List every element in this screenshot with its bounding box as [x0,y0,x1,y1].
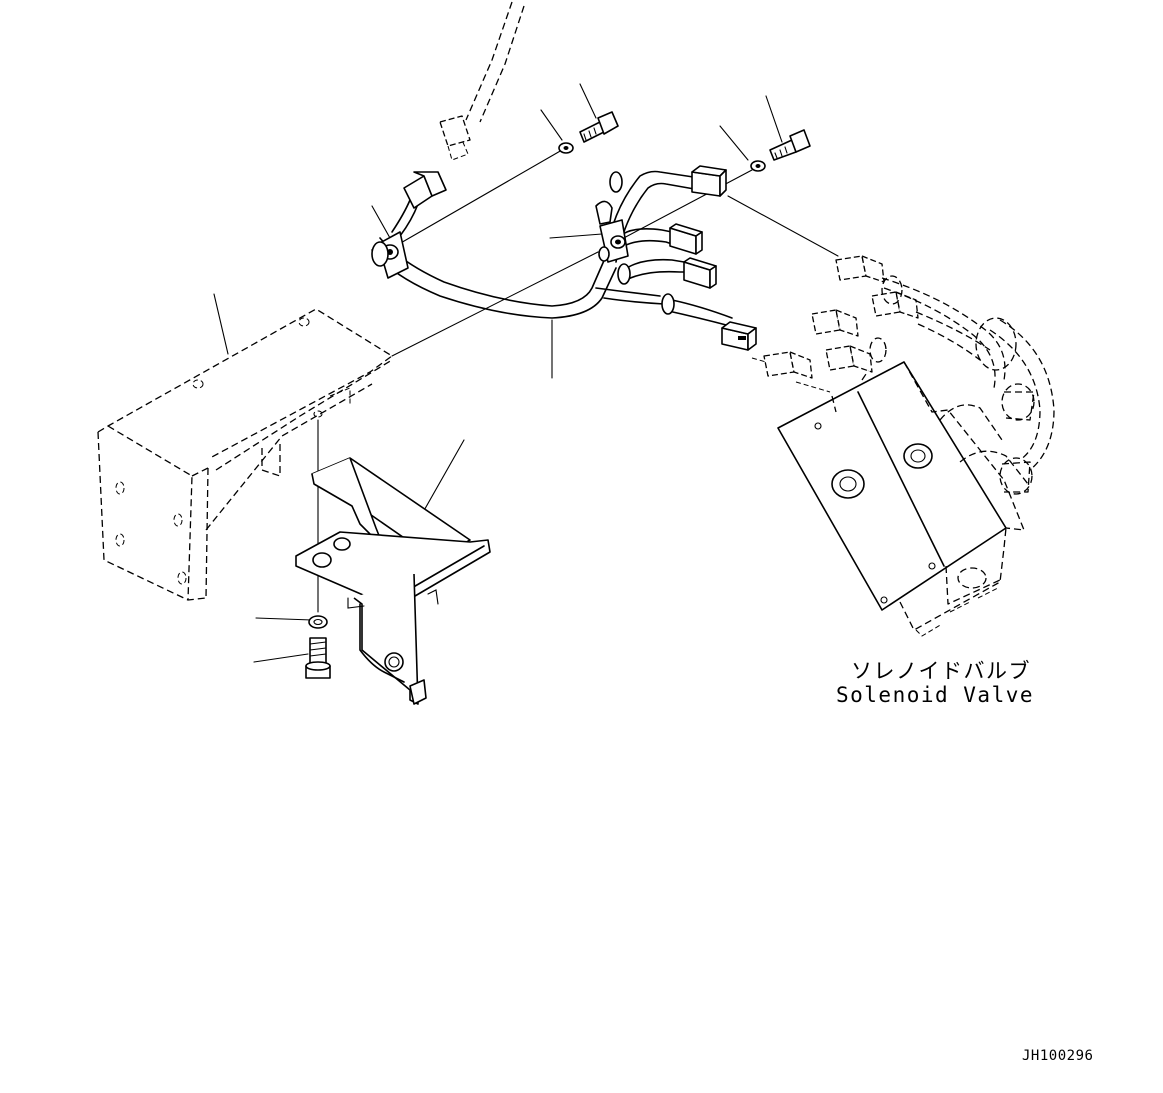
drawing-code: JH100296 [1022,1048,1093,1064]
solenoid-valve-label-jp: ソレノイドバルブ [851,659,1031,683]
frame-bracket-dashed [97,308,393,601]
harness-clamp-left [371,231,409,279]
harness-connector-4 [721,321,757,351]
bolt-washer-right [750,129,811,172]
harness-connector-2 [669,223,703,255]
solenoid-valve-assembly [777,361,1035,637]
harness-grommets [598,171,675,315]
bolt-washer-left [558,111,619,154]
alignment-lines [317,149,839,613]
leader-lines [213,83,783,663]
upper-hose-dashed [439,1,525,161]
washer-bottom [308,615,328,629]
harness-connector-1 [691,165,727,197]
wiring-harness [371,170,733,327]
bolt-bottom [305,637,331,679]
harness-connector-3 [683,257,717,289]
solenoid-connectors-dashed [763,255,1055,471]
solenoid-valve-label-en: Solenoid Valve [836,683,1034,707]
mounting-bracket [295,457,491,705]
harness-connector-top-left [403,171,447,209]
